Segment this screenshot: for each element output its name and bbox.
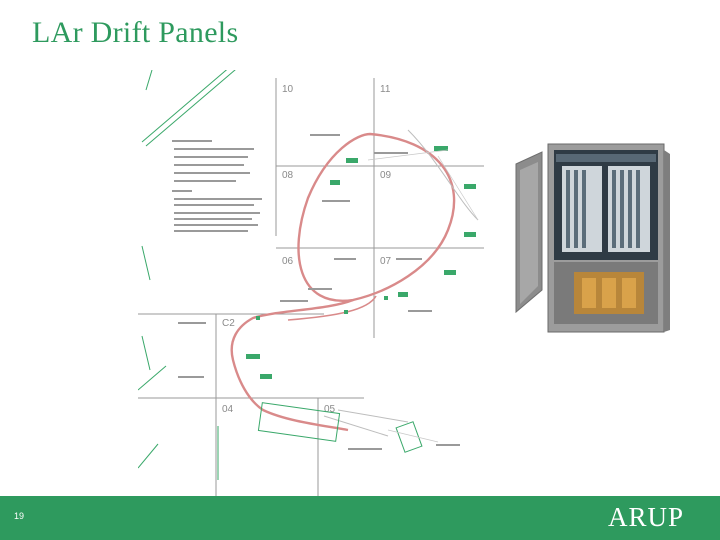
drawing-notes-block (172, 140, 262, 232)
grid-label-c2: C2 (222, 318, 235, 329)
slide-title: LAr Drift Panels (32, 16, 239, 49)
arup-logo: ARUP (607, 502, 684, 532)
beamline-path (230, 132, 456, 432)
annotation-tags (246, 146, 476, 379)
grid-label-06: 06 (282, 256, 294, 267)
grid-label-04: 04 (222, 404, 234, 415)
grid-label-09: 09 (380, 170, 392, 181)
lar-drift-panel-cabinet-image (515, 143, 670, 333)
grid-label-10: 10 (282, 84, 294, 95)
grid-label-07: 07 (380, 256, 392, 267)
grid-label-11: 11 (380, 84, 391, 95)
page-number: 19 (14, 511, 25, 521)
footer-bar: 19 ARUP (0, 496, 720, 540)
grid-label-05: 05 (324, 404, 336, 415)
tunnel-layout-drawing: 10 11 08 09 06 07 C2 04 05 (138, 70, 484, 496)
grid-label-08: 08 (282, 170, 294, 181)
